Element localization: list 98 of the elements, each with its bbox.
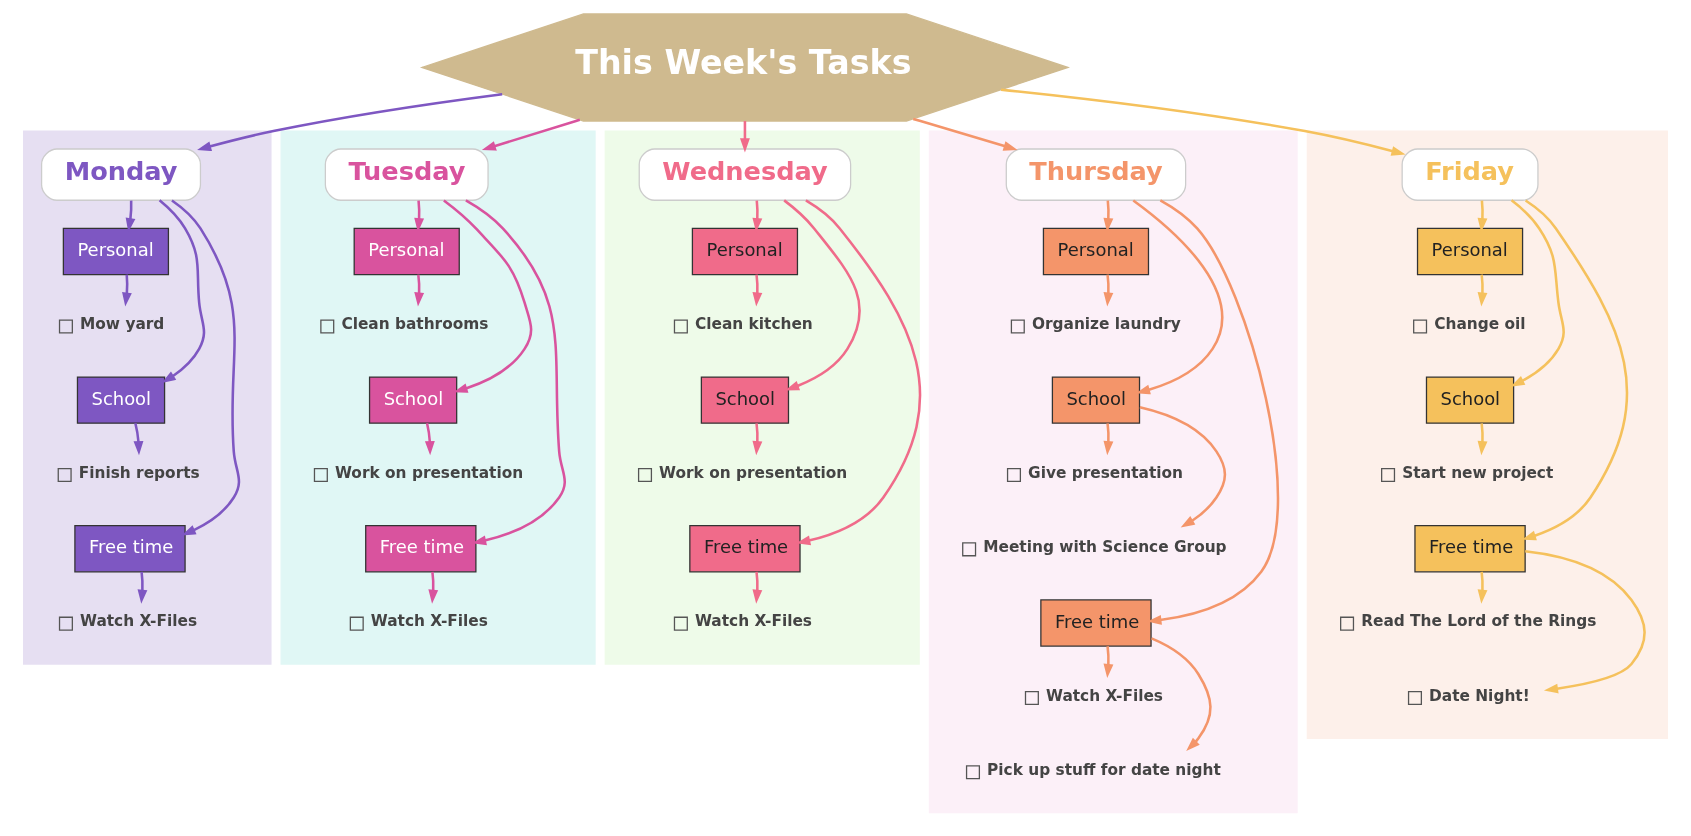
arrow (752, 200, 763, 232)
arrow (912, 117, 1018, 151)
node-box: Monday (40, 147, 202, 201)
node-label: Watch X-Files (80, 611, 198, 630)
arrow (137, 571, 148, 604)
node-box (313, 467, 328, 482)
arrow (1477, 571, 1488, 604)
node-box: Wednesday (638, 147, 852, 201)
node-box: Thursday (1005, 147, 1187, 201)
arrow (1000, 87, 1406, 156)
arrow (796, 198, 921, 545)
arrow (171, 198, 241, 535)
arrow (1103, 422, 1114, 455)
node-box (637, 467, 653, 482)
arrow (481, 118, 581, 151)
node-box: School (76, 375, 166, 424)
arrow (1147, 198, 1280, 625)
node-box: Free time (1414, 524, 1526, 572)
arrow (1103, 645, 1114, 678)
node-box (1340, 616, 1355, 631)
node-box: Free time (365, 524, 477, 572)
arrow (465, 198, 566, 545)
arrow (783, 198, 861, 390)
arrow (125, 200, 136, 232)
arrow (424, 422, 435, 455)
node-box (58, 318, 73, 333)
node-label: Meeting with Science Group (983, 537, 1227, 556)
node-box: School (368, 375, 458, 424)
arrow (1477, 422, 1488, 455)
node-label: Watch X-Files (694, 611, 813, 630)
node-label: Watch X-Files (1046, 686, 1164, 705)
node-box: Free time (74, 524, 186, 572)
arrow (122, 274, 132, 307)
arrow (414, 200, 425, 232)
cluster (928, 129, 1298, 813)
node-label: Work on presentation (659, 463, 848, 482)
node-box: School (1051, 375, 1141, 424)
node-box (349, 616, 364, 631)
arrow (1521, 198, 1628, 540)
node-box (1407, 690, 1422, 705)
node-label: Work on presentation (334, 463, 524, 482)
node-label: Read The Lord of the Rings (1361, 611, 1597, 630)
arrow (197, 92, 503, 151)
node-box (1024, 690, 1039, 705)
node-box (673, 616, 688, 631)
node-box (1010, 318, 1025, 333)
arrow (1510, 198, 1565, 387)
node-box: Personal (1042, 227, 1150, 275)
node-box (1006, 467, 1021, 482)
cluster (23, 129, 272, 665)
node-label: Pick up stuff for date night (987, 760, 1221, 779)
arrow (428, 571, 439, 604)
arrow (1103, 274, 1114, 307)
node-box: Personal (1416, 227, 1524, 275)
arrow (1477, 200, 1488, 232)
arrow (443, 198, 533, 393)
arrow (752, 422, 763, 455)
node-box (57, 467, 72, 482)
node-label: Mow yard (80, 314, 165, 333)
arrow (1525, 549, 1646, 693)
arrow (1139, 405, 1227, 528)
node-label: Watch X-Files (370, 611, 488, 630)
node-label: Date Night! (1429, 686, 1530, 705)
node-box: Personal (353, 227, 460, 275)
node-box: Friday (1401, 147, 1539, 201)
arrow (133, 422, 144, 455)
cluster (1306, 129, 1668, 739)
arrow (158, 198, 206, 383)
node-box (1413, 318, 1428, 333)
node-label: Clean kitchen (694, 314, 813, 333)
arrow (752, 571, 763, 604)
arrow (1103, 200, 1114, 232)
arrow (414, 274, 425, 307)
node-box: Free time (1040, 598, 1152, 647)
node-box: School (1425, 375, 1515, 424)
node-box (673, 318, 688, 333)
arrow (752, 274, 763, 307)
node-box (58, 616, 73, 631)
node-box (1381, 467, 1396, 482)
node-box: Tuesday (324, 147, 489, 201)
arrow (740, 120, 750, 152)
node-box: Personal (691, 227, 799, 275)
node-label: Clean bathrooms (341, 314, 489, 333)
node-box (320, 318, 335, 333)
node-box (962, 541, 977, 556)
node-label: Finish reports (78, 463, 200, 482)
node-box: Free time (689, 524, 801, 572)
node-label: Change oil (1434, 314, 1526, 333)
node-label: Organize laundry (1031, 314, 1181, 333)
arrow (1477, 274, 1488, 307)
cluster (280, 129, 596, 665)
node-box: Personal (62, 227, 170, 275)
node-box (965, 764, 980, 779)
node-label: Start new project (1402, 463, 1554, 482)
node-box: School (700, 375, 790, 424)
arrow (1132, 198, 1224, 394)
arrow (1151, 636, 1212, 751)
node-label: Give presentation (1028, 463, 1183, 482)
